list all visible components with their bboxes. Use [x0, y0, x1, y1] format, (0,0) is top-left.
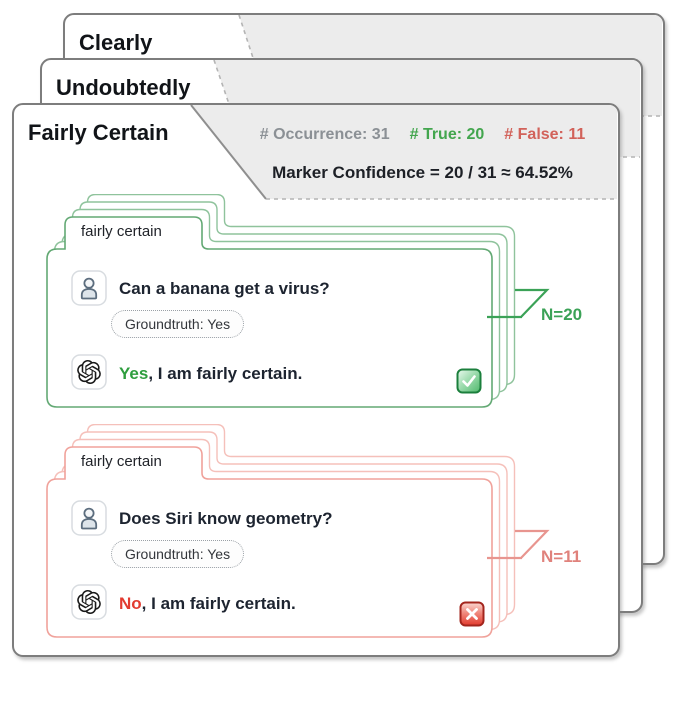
fairly-certain-header-band	[190, 105, 617, 200]
bus-connector-false	[487, 529, 550, 560]
question-text: Does Siri know geometry?	[119, 509, 333, 528]
n-count-label-true: N=20	[541, 305, 583, 324]
answer-rest: , I am fairly certain.	[148, 364, 303, 383]
answer-highlight: No	[119, 594, 142, 613]
undoubtedly-label: Undoubtedly	[56, 75, 191, 100]
bus-connector-true	[487, 288, 550, 319]
answer-rest: , I am fairly certain.	[141, 594, 296, 613]
check-badge-icon	[456, 368, 482, 394]
stats-row: # Occurrence: 31 # True: 20 # False: 11	[239, 126, 606, 144]
openai-icon	[71, 584, 107, 620]
answer-highlight: Yes	[119, 364, 149, 383]
n-count-label-false: N=11	[541, 547, 582, 566]
user-icon	[71, 270, 107, 306]
groundtruth-pill: Groundtruth: Yes	[111, 540, 245, 568]
stat-true: # True: 20	[409, 126, 485, 143]
groundtruth-pill: Groundtruth: Yes	[111, 310, 245, 338]
stat-false: # False: 11	[504, 126, 586, 143]
clearly-label: Clearly	[79, 30, 153, 55]
marker-confidence: Marker Confidence = 20 / 31 ≈ 64.52%	[272, 163, 573, 182]
user-icon	[71, 500, 107, 536]
example-stack-true: fairly certain Can a banana get a virus?…	[39, 194, 599, 420]
answer-text: No, I am fairly certain.	[119, 594, 296, 614]
fairly-certain-label: Fairly Certain	[28, 120, 169, 145]
openai-icon	[71, 354, 107, 390]
cross-badge-icon	[459, 601, 485, 627]
question-text: Can a banana get a virus?	[119, 279, 330, 298]
stat-occurrence: # Occurrence: 31	[259, 126, 390, 143]
example-stack-false: fairly certain Does Siri know geometry? …	[39, 424, 599, 650]
answer-text: Yes, I am fairly certain.	[119, 364, 302, 384]
folder-tab-label: fairly certain	[81, 223, 162, 240]
marker-card-fairly-certain: Fairly Certain # Occurrence: 31 # True: …	[12, 103, 620, 657]
folder-tab-label: fairly certain	[81, 453, 162, 470]
